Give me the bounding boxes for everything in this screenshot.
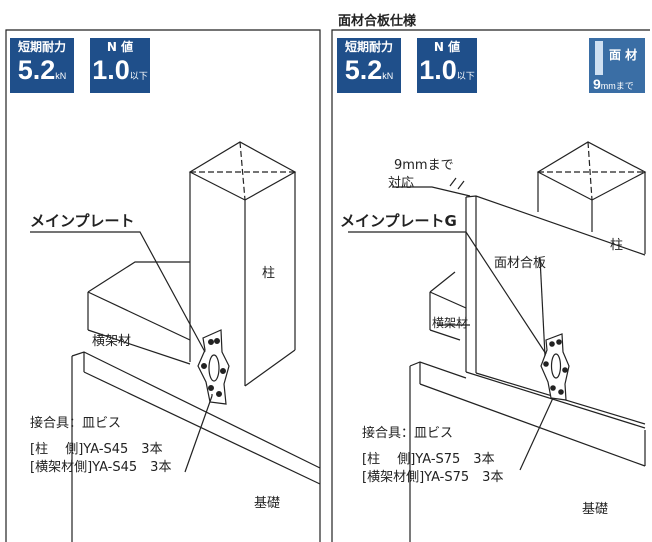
badge-unit: 以下 — [129, 71, 148, 81]
label-column-right: 柱 — [610, 238, 624, 253]
left-column — [188, 141, 297, 387]
right-column — [536, 141, 647, 254]
thickness-note-line2: 対応 — [388, 176, 415, 191]
spec-beam-side-right: [横架材側]YA-S75 3本 — [362, 470, 504, 485]
thickness-note-line1: 9mmまで — [394, 158, 454, 173]
right-main-plate-g — [540, 333, 570, 401]
right-foundation — [409, 361, 646, 542]
left-foundation — [71, 351, 321, 542]
spec-column-side-right: [柱 側]YA-S75 3本 — [362, 452, 495, 467]
spec-beam-side-left: [横架材側]YA-S45 3本 — [30, 460, 172, 475]
label-foundation-left: 基礎 — [254, 496, 281, 511]
panel-title-face-board-spec: 面材合板仕様 — [338, 14, 417, 29]
badge-label: N 値 — [106, 40, 134, 54]
badge-value: 1.0 — [92, 55, 130, 85]
left-main-plate — [197, 329, 230, 405]
badge-value: 9 — [593, 76, 601, 92]
badge-label: 短期耐力 — [344, 40, 393, 54]
badge-n-value-right: N 値 1.0以下 — [417, 38, 477, 93]
badge-value: 1.0 — [419, 55, 457, 85]
badge-short-term-strength-right: 短期耐力 5.2kN — [337, 38, 401, 93]
right-face-board — [465, 195, 646, 429]
label-column-left: 柱 — [262, 266, 276, 281]
left-panel-frame — [5, 29, 321, 542]
label-beam-right: 横架材 — [432, 316, 469, 330]
label-foundation-right: 基礎 — [582, 502, 609, 517]
right-beam — [429, 271, 467, 341]
fastener-right: 接合具：皿ビス — [362, 426, 454, 441]
board-icon — [595, 41, 603, 75]
badge-n-value-left: N 値 1.0以下 — [90, 38, 150, 93]
badge-face-material: 面 材 9mmまで — [589, 38, 645, 93]
callout-main-plate-g: メインプレートG — [340, 212, 457, 230]
badge-unit: kN — [382, 71, 394, 81]
badge-value: 5.2 — [17, 55, 56, 85]
badge-unit: mmまで — [600, 81, 634, 91]
fastener-left: 接合具：皿ビス — [30, 416, 122, 431]
label-face-board: 面材合板 — [494, 256, 547, 271]
badge-short-term-strength-left: 短期耐力 5.2kN — [10, 38, 74, 93]
thickness-leader — [392, 186, 471, 197]
badge-label: 面 材 — [609, 48, 638, 62]
callout-main-plate-left: メインプレート — [30, 212, 135, 230]
badge-label: N 値 — [433, 40, 461, 54]
badge-unit: 以下 — [456, 71, 475, 81]
badge-unit: kN — [55, 71, 67, 81]
badge-value: 5.2 — [344, 55, 383, 85]
badge-label: 短期耐力 — [17, 40, 66, 54]
label-beam-left: 横架材 — [92, 334, 132, 349]
right-panel-frame — [331, 29, 650, 542]
spec-column-side-left: [柱 側]YA-S45 3本 — [30, 442, 163, 457]
left-beam — [87, 261, 191, 365]
